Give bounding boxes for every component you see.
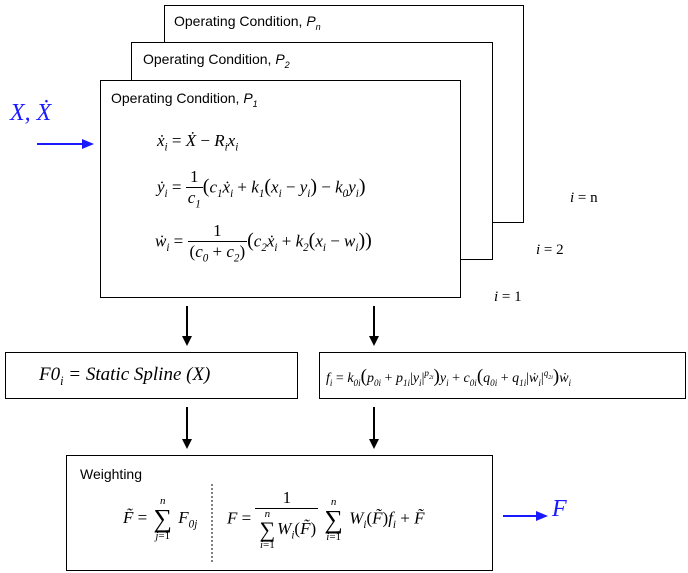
static-spline-equation: F0i = Static Spline (X) — [39, 364, 211, 388]
force-equation-box: fi = k0i(p0i + p1i|yi|p2i)yi + c0i(q0i +… — [319, 352, 686, 399]
equation-x-dot: ẋi = Ẋ − Rixi — [157, 131, 239, 154]
input-label: X, Ẋ — [10, 100, 52, 126]
index-label-n: i = n — [570, 190, 598, 206]
output-label: F — [552, 496, 567, 522]
index-label-2: i = 2 — [536, 242, 564, 258]
operating-condition-2-title: Operating Condition, P2 — [143, 51, 290, 70]
equation-w-dot: ẇi = 1(c0 + c2)(c2ẋi + k2(xi − wi)) — [155, 221, 372, 265]
operating-condition-n-title: Operating Condition, Pn — [174, 13, 321, 32]
force-equation: fi = k0i(p0i + p1i|yi|p2i)yi + c0i(q0i +… — [326, 366, 572, 388]
operating-condition-1-title: Operating Condition, P1 — [111, 90, 258, 109]
index-label-1: i = 1 — [494, 289, 522, 305]
static-spline-box: F0i = Static Spline (X) — [5, 352, 298, 399]
weighting-title: Weighting — [80, 466, 143, 482]
weighting-f-tilde-equation: F̃ = n∑j=1 F0j — [123, 495, 198, 542]
operating-condition-1-box: Operating Condition, P1 ẋi = Ẋ − Rixi ẏi… — [100, 80, 461, 298]
